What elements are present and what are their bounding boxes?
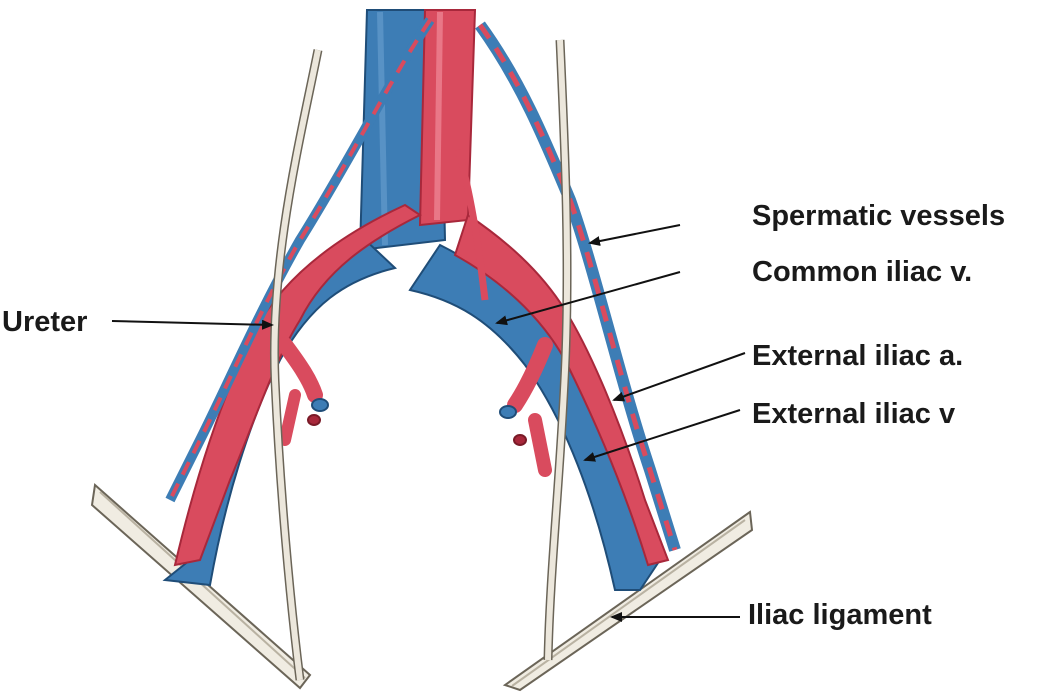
right-internal-iliac-stumps — [499, 337, 553, 477]
right-ureter — [543, 39, 572, 661]
label-spermatic-vessels: Spermatic vessels — [752, 200, 1006, 232]
small-arterial-branch — [454, 148, 489, 301]
label-common-iliac-vein: Common iliac v. — [752, 256, 973, 288]
left-iliac-artery — [173, 203, 422, 567]
left-spermatic-vessels — [165, 17, 435, 503]
label-external-iliac-vein: External iliac v — [752, 398, 956, 430]
leader-external-iliac-a — [612, 352, 746, 402]
leader-external-iliac-v — [583, 409, 741, 462]
left-ureter — [269, 49, 323, 681]
right-spermatic-vessels — [475, 21, 681, 552]
label-external-iliac-artery: External iliac a. — [752, 340, 964, 372]
left-internal-iliac-stumps — [277, 337, 329, 446]
leader-ureter — [111, 319, 274, 330]
label-ureter: Ureter — [2, 306, 88, 338]
leader-common-iliac-v — [495, 271, 681, 326]
leader-spermatic — [588, 224, 681, 246]
label-iliac-ligament: Iliac ligament — [748, 599, 932, 631]
